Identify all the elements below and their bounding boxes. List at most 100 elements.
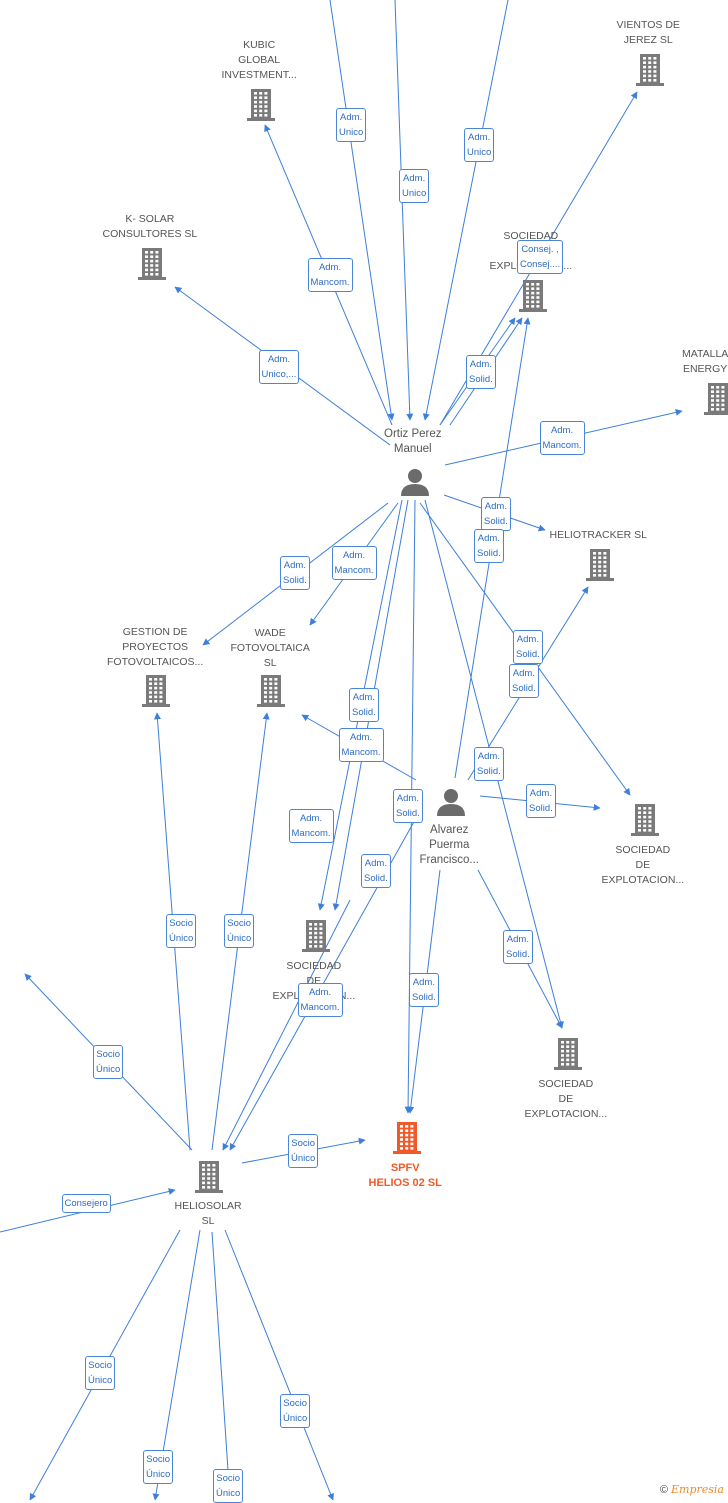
- node-label-heliosolar[interactable]: HELIOSOLAR SL: [175, 1199, 242, 1229]
- edge-1: [422, 0, 509, 421]
- edge-label-line: Adm.: [512, 668, 535, 679]
- node-label-line: MATALLA: [682, 348, 728, 360]
- edge-label-line: Unico: [467, 147, 492, 158]
- edge-label[interactable]: Adm.Unico: [464, 128, 495, 162]
- edge-label[interactable]: Adm.Mancom.: [297, 983, 343, 1017]
- node-label-line: SL: [201, 1215, 215, 1227]
- edge-label-line: Único: [283, 1413, 308, 1424]
- building-icon[interactable]: [704, 383, 728, 415]
- edge-label[interactable]: Adm.Solid.: [474, 747, 504, 781]
- edge-2: [394, 0, 414, 421]
- building-icon[interactable]: [631, 804, 659, 836]
- building-icon[interactable]: [393, 1122, 421, 1154]
- node-label-line: K- SOLAR: [125, 213, 175, 225]
- edge-label-line: Mancom.: [310, 277, 350, 288]
- node-label-line: Puerma: [429, 839, 470, 851]
- building-icon[interactable]: [636, 54, 664, 86]
- node-label-line: SOCIEDAD: [286, 960, 342, 972]
- building-icon[interactable]: [302, 920, 330, 952]
- edge-label-line: Socio: [216, 1473, 241, 1484]
- edge-label[interactable]: Adm.Solid.: [409, 973, 439, 1007]
- edge-label-line: Adm.: [352, 692, 375, 703]
- building-icon[interactable]: [195, 1161, 223, 1193]
- building-icon[interactable]: [247, 89, 275, 121]
- node-label-line: KUBIC: [243, 39, 276, 51]
- node-label-matalla[interactable]: MATALLA ENERGY: [682, 347, 728, 377]
- edge-label-line: Adm.: [403, 173, 426, 184]
- edge-label-line: Solid.: [283, 575, 307, 586]
- node-label-line: Francisco...: [419, 854, 479, 866]
- edge-label[interactable]: Adm.Solid.: [280, 556, 310, 590]
- edge-label-line: Mancom.: [542, 440, 582, 451]
- edge-label[interactable]: Adm.Mancom.: [539, 421, 585, 455]
- edge-label-line: Solid.: [512, 683, 536, 694]
- edge-label-line: Solid.: [412, 992, 436, 1003]
- brand-logo[interactable]: Empresia: [671, 1483, 724, 1496]
- edge-label[interactable]: Adm.Solid.: [526, 784, 556, 818]
- edge-label-line: Adm.: [484, 501, 507, 512]
- edge-26: [222, 899, 351, 1151]
- edge-label-line: Adm.: [477, 751, 500, 762]
- edge-label[interactable]: Adm.Solid.: [481, 497, 511, 531]
- building-icon[interactable]: [142, 675, 170, 707]
- node-label-line: SPFV: [390, 1162, 420, 1174]
- edge-label[interactable]: Adm.Solid.: [513, 630, 543, 664]
- building-icon[interactable]: [586, 549, 614, 581]
- node-label-line: GLOBAL: [238, 54, 281, 66]
- edge-label[interactable]: Adm.Solid.: [503, 930, 533, 964]
- edge-label-line: Único: [88, 1375, 113, 1386]
- edge-label[interactable]: Adm.Unico: [336, 108, 367, 142]
- edge-label-line: Solid.: [352, 707, 376, 718]
- edge-label[interactable]: Consej. ,Consej....: [517, 240, 564, 274]
- node-label-line: Alvarez: [430, 824, 469, 836]
- node-label-line: ENERGY: [682, 363, 728, 375]
- edge-label[interactable]: Adm.Solid.: [361, 854, 391, 888]
- edge-label-line: Adm.: [340, 112, 363, 123]
- node-label-line: SL: [263, 657, 277, 669]
- node-label-heliotracker[interactable]: HELIOTRACKER SL: [550, 528, 647, 543]
- building-icon[interactable]: [257, 675, 285, 707]
- edge-label[interactable]: Adm. Solid.: [349, 688, 379, 722]
- edge-label[interactable]: Adm.Mancom.: [331, 546, 377, 580]
- copyright-symbol: ©: [659, 1484, 668, 1496]
- edge-label[interactable]: Adm. Unico: [399, 169, 430, 203]
- edge-label-line: Mancom.: [334, 565, 374, 576]
- building-icon[interactable]: [554, 1038, 582, 1070]
- edge-label[interactable]: Adm.Unico,...: [258, 350, 300, 384]
- person-icon[interactable]: [401, 469, 429, 496]
- node-label-line: DE: [558, 1093, 574, 1105]
- edge-label[interactable]: Adm.Solid.: [393, 789, 423, 823]
- edge-label[interactable]: Consejero: [61, 1193, 111, 1213]
- person-icon[interactable]: [437, 789, 465, 816]
- building-icon[interactable]: [138, 248, 166, 280]
- edge-label[interactable]: Adm.Mancom.: [338, 728, 384, 762]
- edge-label[interactable]: Adm.Solid.: [474, 529, 504, 563]
- edge-label[interactable]: Adm.Mancom.: [307, 258, 353, 292]
- edge-label-line: Único: [291, 1153, 316, 1164]
- edge-label[interactable]: Adm.Mancom.: [288, 809, 334, 843]
- node-label-line: HELIOSOLAR: [174, 1200, 242, 1212]
- building-icon[interactable]: [519, 280, 547, 312]
- edge-label-line: Unico: [402, 188, 427, 199]
- edge-label-line: Único: [227, 933, 252, 944]
- edge-label[interactable]: Adm.Solid.: [466, 355, 496, 389]
- edge-label[interactable]: Adm. Solid.: [509, 664, 539, 698]
